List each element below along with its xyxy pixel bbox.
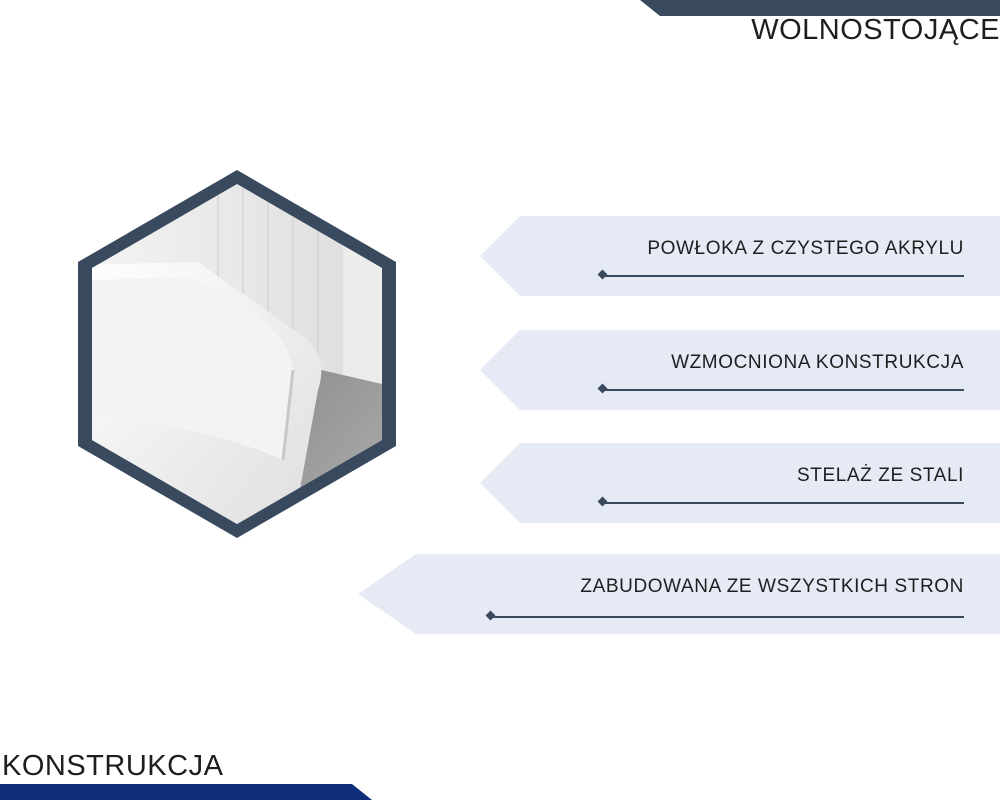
feature-underline	[597, 269, 964, 280]
feature-label: ZABUDOWANA ZE WSZYSTKICH STRON	[580, 576, 964, 597]
bathtub-photo-icon	[92, 184, 382, 524]
feature-card-construction: WZMOCNIONA KONSTRUKCJA	[480, 330, 1000, 410]
feature-card-enclosed: ZABUDOWANA ZE WSZYSTKICH STRON	[358, 554, 1000, 634]
feature-label: POWŁOKA Z CZYSTEGO AKRYLU	[647, 238, 964, 259]
product-photo-frame	[78, 170, 396, 538]
top-accent-bar	[640, 0, 1000, 16]
bottom-accent-bar	[0, 784, 372, 800]
feature-underline	[597, 383, 964, 394]
feature-card-acrylic: POWŁOKA Z CZYSTEGO AKRYLU	[480, 216, 1000, 296]
feature-label: WZMOCNIONA KONSTRUKCJA	[671, 352, 964, 373]
feature-underline	[597, 496, 964, 507]
feature-label: STELAŻ ZE STALI	[796, 465, 964, 486]
section-title: KONSTRUKCJA	[2, 750, 224, 782]
feature-underline	[485, 610, 964, 621]
page-title: WOLNOSTOJĄCE	[751, 14, 1000, 46]
feature-card-steel-frame: STELAŻ ZE STALI	[480, 443, 1000, 523]
